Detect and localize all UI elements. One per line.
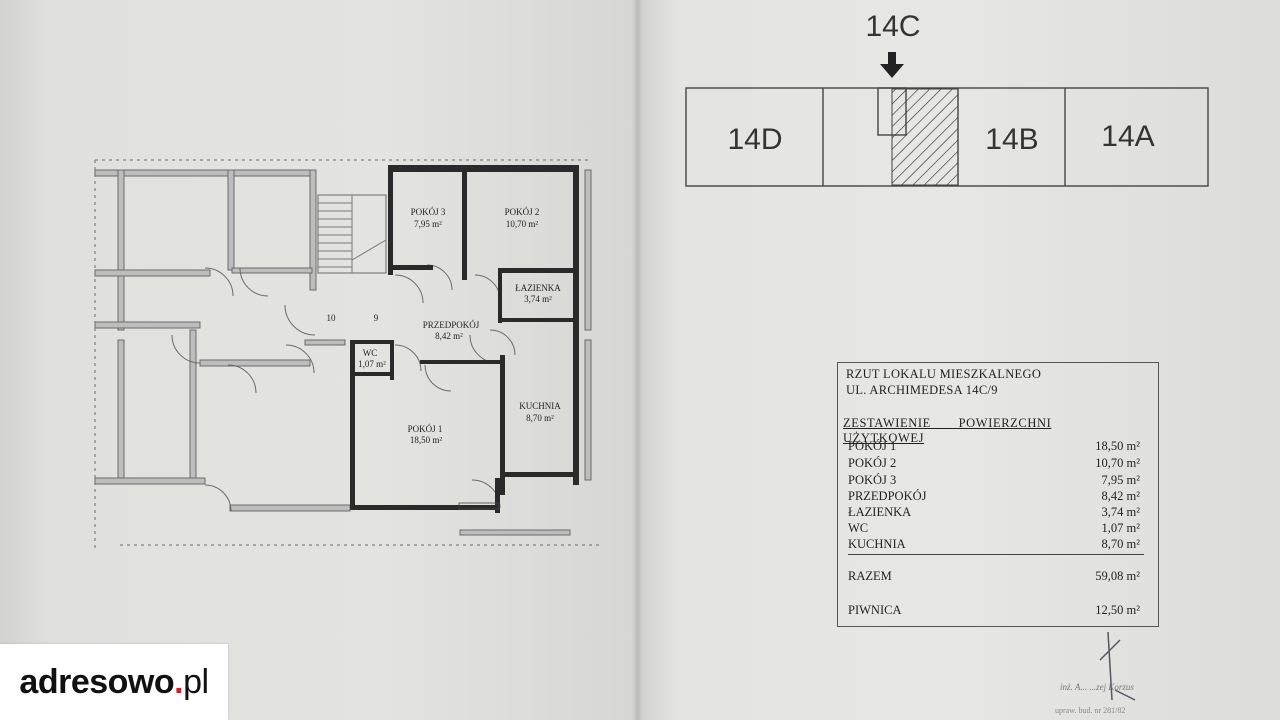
room-name-wc: WC (363, 348, 378, 358)
room-area-lazienka: 3,74 m² (524, 294, 552, 304)
room-area-kuchnia: 8,70 m² (526, 413, 554, 423)
room-name-przedpokoj: PRZEDPOKÓJ (423, 320, 480, 330)
adresowo-logo[interactable]: adresowo.pl (0, 644, 228, 720)
apartment-highlight (891, 88, 959, 186)
door-number-10: 10 (327, 313, 337, 323)
room-name-pokoj3: POKÓJ 3 (411, 207, 446, 217)
right-page (638, 0, 1280, 720)
room-area-pokoj3: 7,95 m² (414, 219, 442, 229)
room-name-lazienka: ŁAZIENKA (515, 283, 561, 293)
legend-separator (848, 554, 1144, 555)
arrow-down-icon (880, 52, 904, 78)
room-area-pokoj1: 18,50 m² (410, 435, 443, 445)
room-area-wc: 1,07 m² (358, 359, 386, 369)
room-area-pokoj2: 10,70 m² (506, 219, 539, 229)
page-fold (632, 0, 642, 720)
logo-tld: pl (183, 662, 209, 701)
logo-brand: adresowo (19, 662, 175, 701)
entrance-label: 14C (865, 10, 920, 43)
area-summary-table: RZUT LOKALU MIESZKALNEGO UL. ARCHIMEDESA… (837, 362, 1159, 627)
legend-title: RZUT LOKALU MIESZKALNEGO (846, 367, 1042, 381)
room-name-pokoj2: POKÓJ 2 (505, 207, 540, 217)
room-name-pokoj1: POKÓJ 1 (408, 424, 443, 434)
segment-14b: 14B (985, 123, 1038, 156)
floor-plan: POKÓJ 3 7,95 m² POKÓJ 2 10,70 m² ŁAZIENK… (94, 159, 600, 550)
logo-dot: . (174, 662, 184, 701)
room-area-przedpokoj: 8,42 m² (435, 331, 463, 341)
left-page (0, 0, 638, 720)
segment-14d: 14D (727, 123, 782, 156)
door-number-9: 9 (374, 313, 379, 323)
key-plan: 14C 14D 14B 14A (685, 10, 1209, 187)
segment-14a: 14A (1101, 120, 1154, 153)
stamp-license: upraw. bud. nr 281/82 (1055, 706, 1126, 715)
legend-header: ZESTAWIENIE POWIERZCHNI UŻYTKOWEJ (843, 416, 1052, 445)
legend-address: UL. ARCHIMEDESA 14C/9 (846, 383, 998, 397)
room-name-kuchnia: KUCHNIA (519, 401, 561, 411)
stamp-name: inż. A... ...zej Korzus (1060, 682, 1134, 692)
